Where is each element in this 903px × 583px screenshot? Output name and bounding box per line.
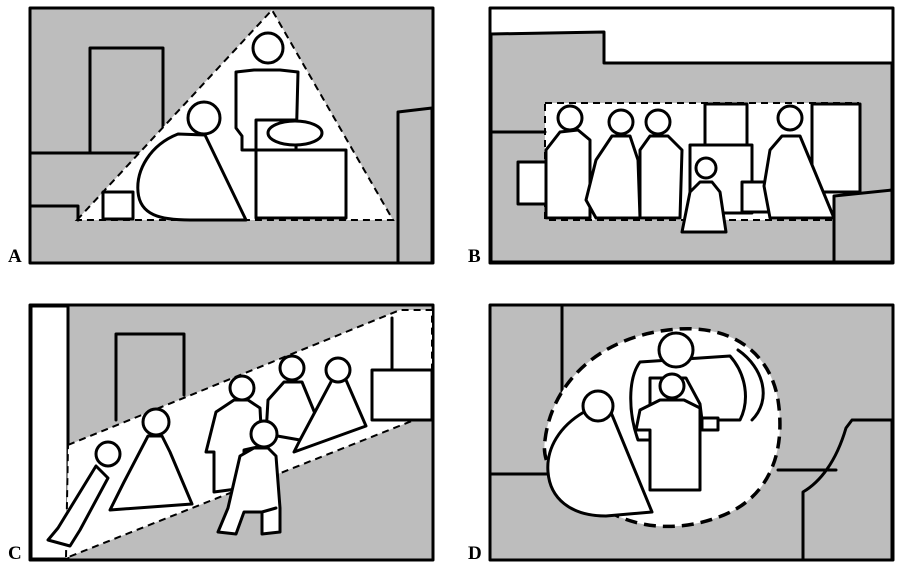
panel-c-figure-5-head [324,356,352,384]
panel-a-floor-line [29,204,80,222]
panel-b-figure-2 [584,134,642,220]
panel-b-box-2 [703,102,749,148]
panel-c-figure-6-head [249,419,279,449]
panel-d-arc-line [736,348,765,422]
panel-b-figure-1-head [556,104,584,132]
panel-b-box-4 [810,102,862,194]
panel-d-label: D [468,543,482,564]
panel-c-figure-4-head [278,354,306,382]
panel-b-figure-5 [762,134,836,220]
panel-c-figure-1-head [94,440,122,468]
panel-c-figure-3-head [228,374,256,402]
panel-b-figure-2-head [607,108,635,136]
panel-a-standing-figure [234,68,300,152]
panel-a-big-box [254,148,348,220]
panel-a-seated-figure-head [186,100,222,136]
panel-b-label: B [468,246,481,267]
panel-b-foreground-block [832,188,894,264]
panel-a-right-column [396,106,434,265]
panel-d-small-rect [700,416,720,432]
panel-d-front-figure-head [658,372,686,400]
panel-a-small-box [101,190,135,221]
panel-a-oval-object [266,119,324,147]
panel-d-back-figure-head [657,331,695,369]
panel-c-floor-line [260,506,278,514]
panel-c [28,303,435,562]
panel-c-left-column [29,304,70,561]
panel-d-front-figure [634,398,702,492]
panel-b-figure-3-head [644,108,672,136]
panel-a-doorway [88,46,165,155]
panel-b [488,6,895,265]
panel-a-seated-figure [136,132,248,222]
panel-c-box-1 [370,368,434,422]
panel-c-figure-2 [108,434,194,512]
panel-b-figure-4 [680,180,728,234]
panel-d [488,303,895,562]
panel-b-figure-1 [544,128,592,220]
panel-b-figure-5-head [776,104,804,132]
panel-a-standing-figure-head [251,31,285,65]
panel-a-label: A [8,246,22,267]
panel-b-figure-4-head [694,156,718,180]
panel-c-label: C [8,543,22,564]
panel-c-figure-1 [46,464,110,548]
panel-c-figure-2-head [141,407,171,437]
panel-a [28,6,435,265]
panel-b-box-1 [516,160,548,206]
panel-d-right-block [801,418,894,562]
panel-d-seated-figure [546,408,654,518]
panel-d-seated-figure-head [581,389,615,423]
panel-c-doorway [114,332,186,422]
panel-b-figure-3 [638,134,684,220]
